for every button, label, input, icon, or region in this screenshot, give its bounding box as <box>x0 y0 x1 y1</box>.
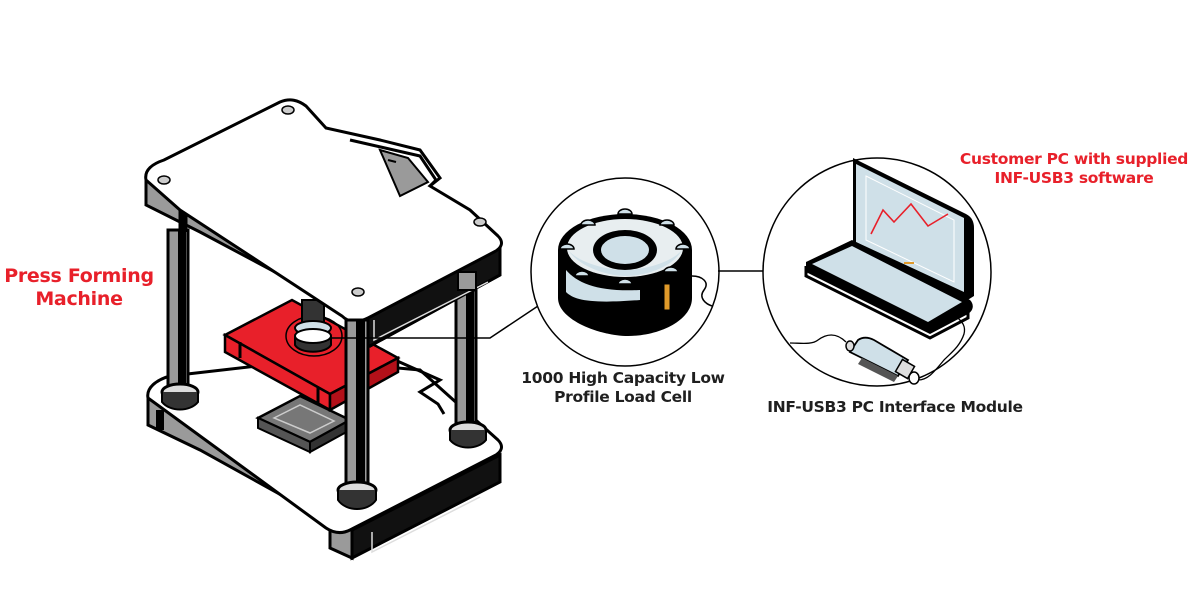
press-base-plate <box>146 358 503 561</box>
load-cell-cable <box>691 275 713 307</box>
cell-label-line1: 1000 High Capacity Low <box>521 369 725 387</box>
cell-label-line2: Profile Load Cell <box>554 387 692 406</box>
press-label-line1: Press Forming <box>4 265 154 287</box>
screen-chart-line <box>870 202 949 235</box>
strain-gauge-strip <box>663 283 671 311</box>
press-column-front-left <box>336 318 378 510</box>
pc-magnifier <box>762 157 992 387</box>
module-label-text: INF-USB3 PC Interface Module <box>767 398 1023 416</box>
press-column-back-right <box>448 288 488 449</box>
load-cell-icon <box>558 208 692 336</box>
press-load-cell-location <box>285 299 343 357</box>
press-column-back-left <box>160 228 200 411</box>
press-lower-die <box>255 394 353 454</box>
interface-module-label: INF-USB3 PC Interface Module <box>740 398 1050 417</box>
pc-label-line1: Customer PC with supplied <box>959 150 1189 168</box>
press-column-front-right <box>457 271 477 291</box>
load-cell-label: 1000 High Capacity Low Profile Load Cell <box>498 369 748 407</box>
press-forming-machine-label: Press Forming Machine <box>0 265 158 311</box>
load-cell-magnifier <box>530 177 720 367</box>
module-input-cable <box>789 334 847 345</box>
press-base-slot <box>394 358 446 415</box>
pc-label-line2: INF-USB3 software <box>994 168 1154 187</box>
laptop-icon <box>804 158 974 340</box>
usb-interface-module-icon <box>845 336 920 385</box>
module-usb-cable <box>917 317 966 381</box>
callout-line-press-to-load-cell <box>330 305 539 339</box>
press-label-line2: Machine <box>35 288 123 311</box>
customer-pc-label: Customer PC with supplied INF-USB3 softw… <box>948 150 1200 188</box>
press-machine-icon <box>144 98 503 561</box>
